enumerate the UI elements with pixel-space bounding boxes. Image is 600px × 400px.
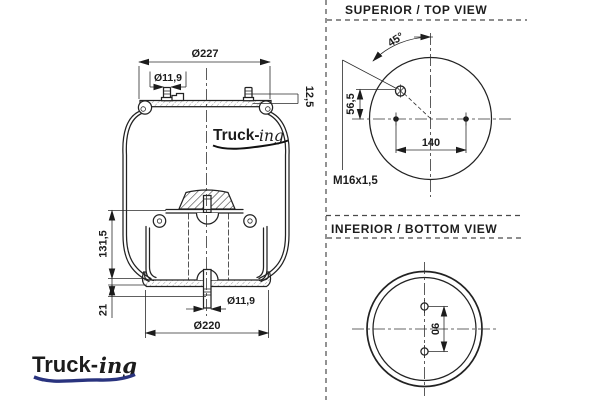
air-port-symbol bbox=[394, 84, 407, 98]
dim-bottom-diameter: Ø220 bbox=[144, 290, 270, 338]
piston bbox=[145, 189, 268, 282]
logo-text-truck: Truck- bbox=[32, 352, 98, 377]
dim-stud-height: 12,5 bbox=[252, 86, 315, 107]
logo-text-ing: ing bbox=[99, 353, 137, 378]
dim-base-height: 21 bbox=[98, 278, 206, 318]
dim-label-227: Ø227 bbox=[192, 48, 219, 60]
dim-label-21: 21 bbox=[98, 304, 110, 316]
dim-label-119-bottom: Ø11,9 bbox=[227, 295, 255, 307]
bottom-plate bbox=[141, 268, 272, 309]
piston-top-boss bbox=[195, 212, 220, 225]
piston-inner-ribs bbox=[188, 213, 229, 280]
top-stud-left bbox=[160, 86, 174, 102]
bottom-stud-hole-bottom bbox=[420, 345, 429, 358]
brand-logo: Truck- ing bbox=[32, 352, 137, 383]
piston-lip-right bbox=[243, 214, 257, 228]
port-leader-lines bbox=[342, 59, 431, 170]
thread-spec-label: M16x1,5 bbox=[333, 175, 378, 187]
bellows-outline bbox=[122, 110, 290, 283]
top-view-title: SUPERIOR / TOP VIEW bbox=[345, 3, 487, 17]
dim-stud-spacing: 90 bbox=[428, 305, 448, 353]
piston-lip-left bbox=[152, 214, 167, 228]
top-view: SUPERIOR / TOP VIEW 45° 56,5 bbox=[333, 3, 512, 197]
watermark-swoosh bbox=[212, 139, 289, 150]
dim-label-565: 56,5 bbox=[345, 93, 357, 114]
bottom-stud-hole-top bbox=[420, 300, 429, 313]
top-plate bbox=[137, 86, 274, 115]
dim-label-140: 140 bbox=[422, 137, 440, 149]
watermark-logo: Truck- ing bbox=[212, 127, 289, 150]
bottom-view-title: INFERIOR / BOTTOM VIEW bbox=[331, 222, 497, 236]
watermark-text-truck: Truck- bbox=[213, 127, 260, 144]
dim-body-height: 131,5 bbox=[98, 209, 166, 280]
air-fitting bbox=[171, 92, 185, 102]
dim-label-125: 12,5 bbox=[303, 86, 315, 107]
watermark-text-ing: ing bbox=[259, 127, 284, 145]
top-stud-right bbox=[242, 86, 255, 102]
left-bead-curl bbox=[137, 100, 153, 115]
dim-angle: 45° bbox=[372, 30, 433, 62]
logo-swoosh bbox=[33, 372, 136, 383]
dim-top-diameter: Ø227 bbox=[138, 48, 271, 99]
bottom-view: INFERIOR / BOTTOM VIEW 90 bbox=[331, 222, 497, 396]
panel-dividers bbox=[325, 0, 527, 400]
dim-label-119-top: Ø11,9 bbox=[154, 72, 182, 84]
dim-label-90: 90 bbox=[429, 323, 441, 335]
dim-label-1315: 131,5 bbox=[98, 230, 110, 258]
dim-port-offset: 56,5 bbox=[345, 88, 395, 120]
right-bead-curl bbox=[258, 100, 274, 115]
dim-label-45: 45° bbox=[386, 30, 406, 49]
dim-bottom-stud-diameter: Ø11,9 bbox=[186, 295, 255, 313]
dim-bolt-spacing: 140 bbox=[393, 112, 469, 154]
dim-label-220: Ø220 bbox=[194, 320, 221, 332]
side-view: Truck- ing Ø227 Ø11,9 12,5 bbox=[98, 48, 315, 338]
bottom-stud bbox=[202, 268, 212, 309]
dim-top-stud-diameter: Ø11,9 bbox=[149, 71, 187, 91]
